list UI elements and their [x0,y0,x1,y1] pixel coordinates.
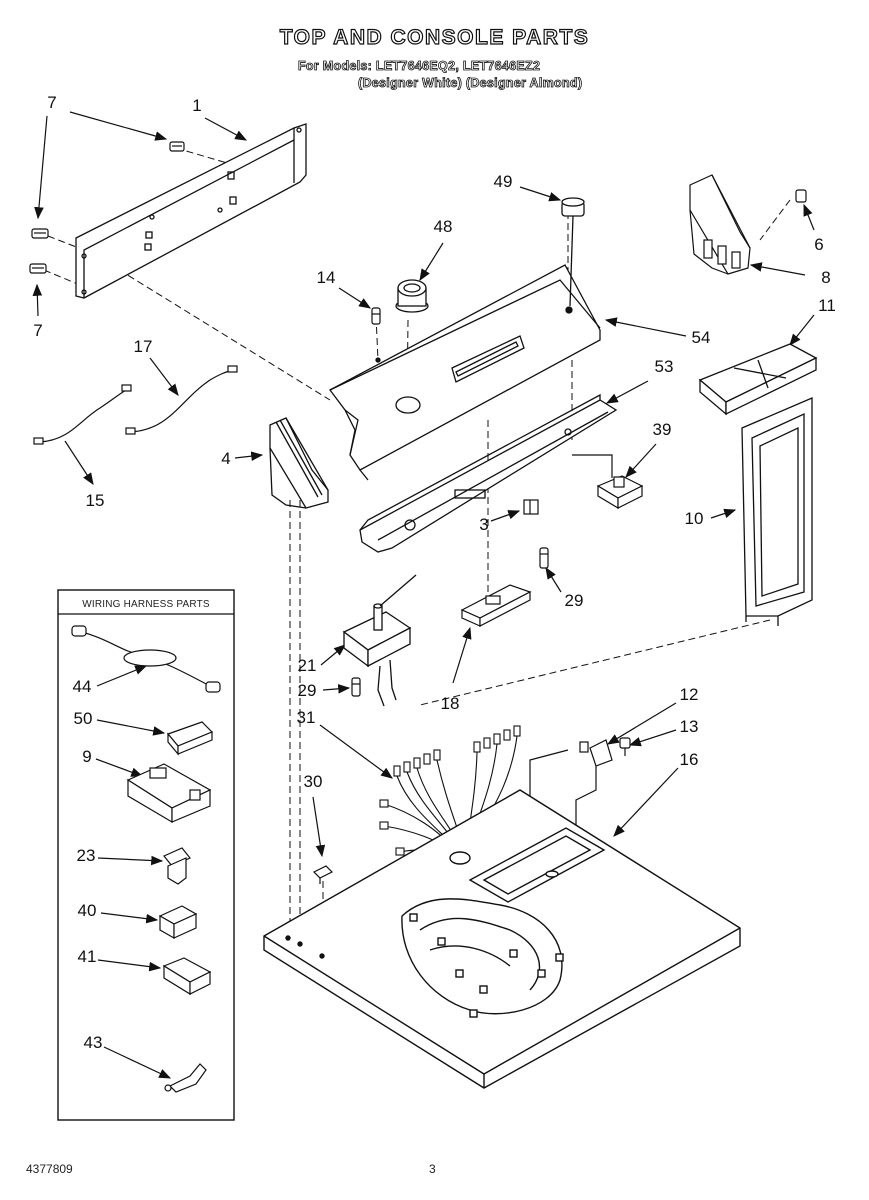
page-title: TOP AND CONSOLE PARTS [279,25,590,49]
callout-4: 4 [221,449,230,468]
part-timer-21 [342,574,417,707]
part-40 [158,905,198,940]
page-number: 3 [429,1162,436,1176]
part-lint-cover-11 [698,343,818,416]
callout-29-right: 29 [565,591,584,610]
part-end-cap-4 [269,417,329,509]
callout-54: 54 [692,328,711,347]
callout-15: 15 [86,491,105,510]
leader-lines [32,111,815,1079]
document-number: 4377809 [26,1162,73,1176]
part-clip-30 [312,865,334,884]
callout-43: 43 [84,1033,103,1052]
callout-44: 44 [73,677,92,696]
part-lint-screen-10 [741,397,813,626]
callout-10: 10 [685,509,704,528]
part-screw-29a [539,547,549,569]
callout-14: 14 [317,268,336,287]
part-console-back-panel [75,123,307,299]
part-wires [33,365,238,445]
part-bracket-8 [689,174,807,275]
part-3 [523,499,539,515]
callout-17: 17 [134,337,153,356]
callout-12: 12 [680,685,699,704]
callout-1: 1 [192,96,201,115]
callout-29-left: 29 [298,681,317,700]
callout-41: 41 [78,947,97,966]
part-console-54 [329,264,601,481]
part-screw-29b [351,677,361,697]
part-41 [162,957,212,996]
callout-8: 8 [821,268,830,287]
wiring-harness-box: WIRING HARNESS PARTS [57,589,235,1121]
part-screws-7 [29,141,185,274]
callout-48: 48 [434,217,453,236]
part-50 [166,721,214,756]
part-screw-14 [371,307,381,325]
part-9 [126,763,212,824]
part-43 [164,1063,207,1093]
callout-53: 53 [655,357,674,376]
callout-49: 49 [494,172,513,191]
callout-18: 18 [441,694,460,713]
callout-21: 21 [298,656,317,675]
part-top-panel-16 [263,789,741,1089]
assembly-lines [43,147,791,950]
callout-7-bottom: 7 [33,321,42,340]
callout-40: 40 [78,901,97,920]
callout-13: 13 [680,717,699,736]
callout-3: 3 [479,515,488,534]
callout-6: 6 [814,235,823,254]
part-18 [460,584,532,627]
wiring-box-title: WIRING HARNESS PARTS [82,599,210,610]
callout-11: 11 [818,296,836,315]
callout-16: 16 [680,750,699,769]
part-23 [163,847,191,885]
colors-line: (Designer White) (Designer Almond) [358,76,583,91]
callout-30: 30 [304,772,323,791]
part-39 [572,454,644,510]
models-line: For Models: LET7646EQ2, LET7646EZ2 [298,59,541,74]
callout-7-top: 7 [47,93,56,112]
part-bracket-53 [359,393,618,553]
callout-numbers: 7 1 7 17 15 4 14 48 49 6 8 11 54 53 39 1… [33,93,836,1052]
part-knob-48 [395,279,429,313]
callout-39: 39 [653,420,672,439]
callout-31: 31 [297,708,316,727]
part-harness-44 [71,625,221,693]
part-knob-49 [561,197,585,307]
callout-9: 9 [82,747,91,766]
callout-23: 23 [77,846,96,865]
callout-50: 50 [74,709,93,728]
